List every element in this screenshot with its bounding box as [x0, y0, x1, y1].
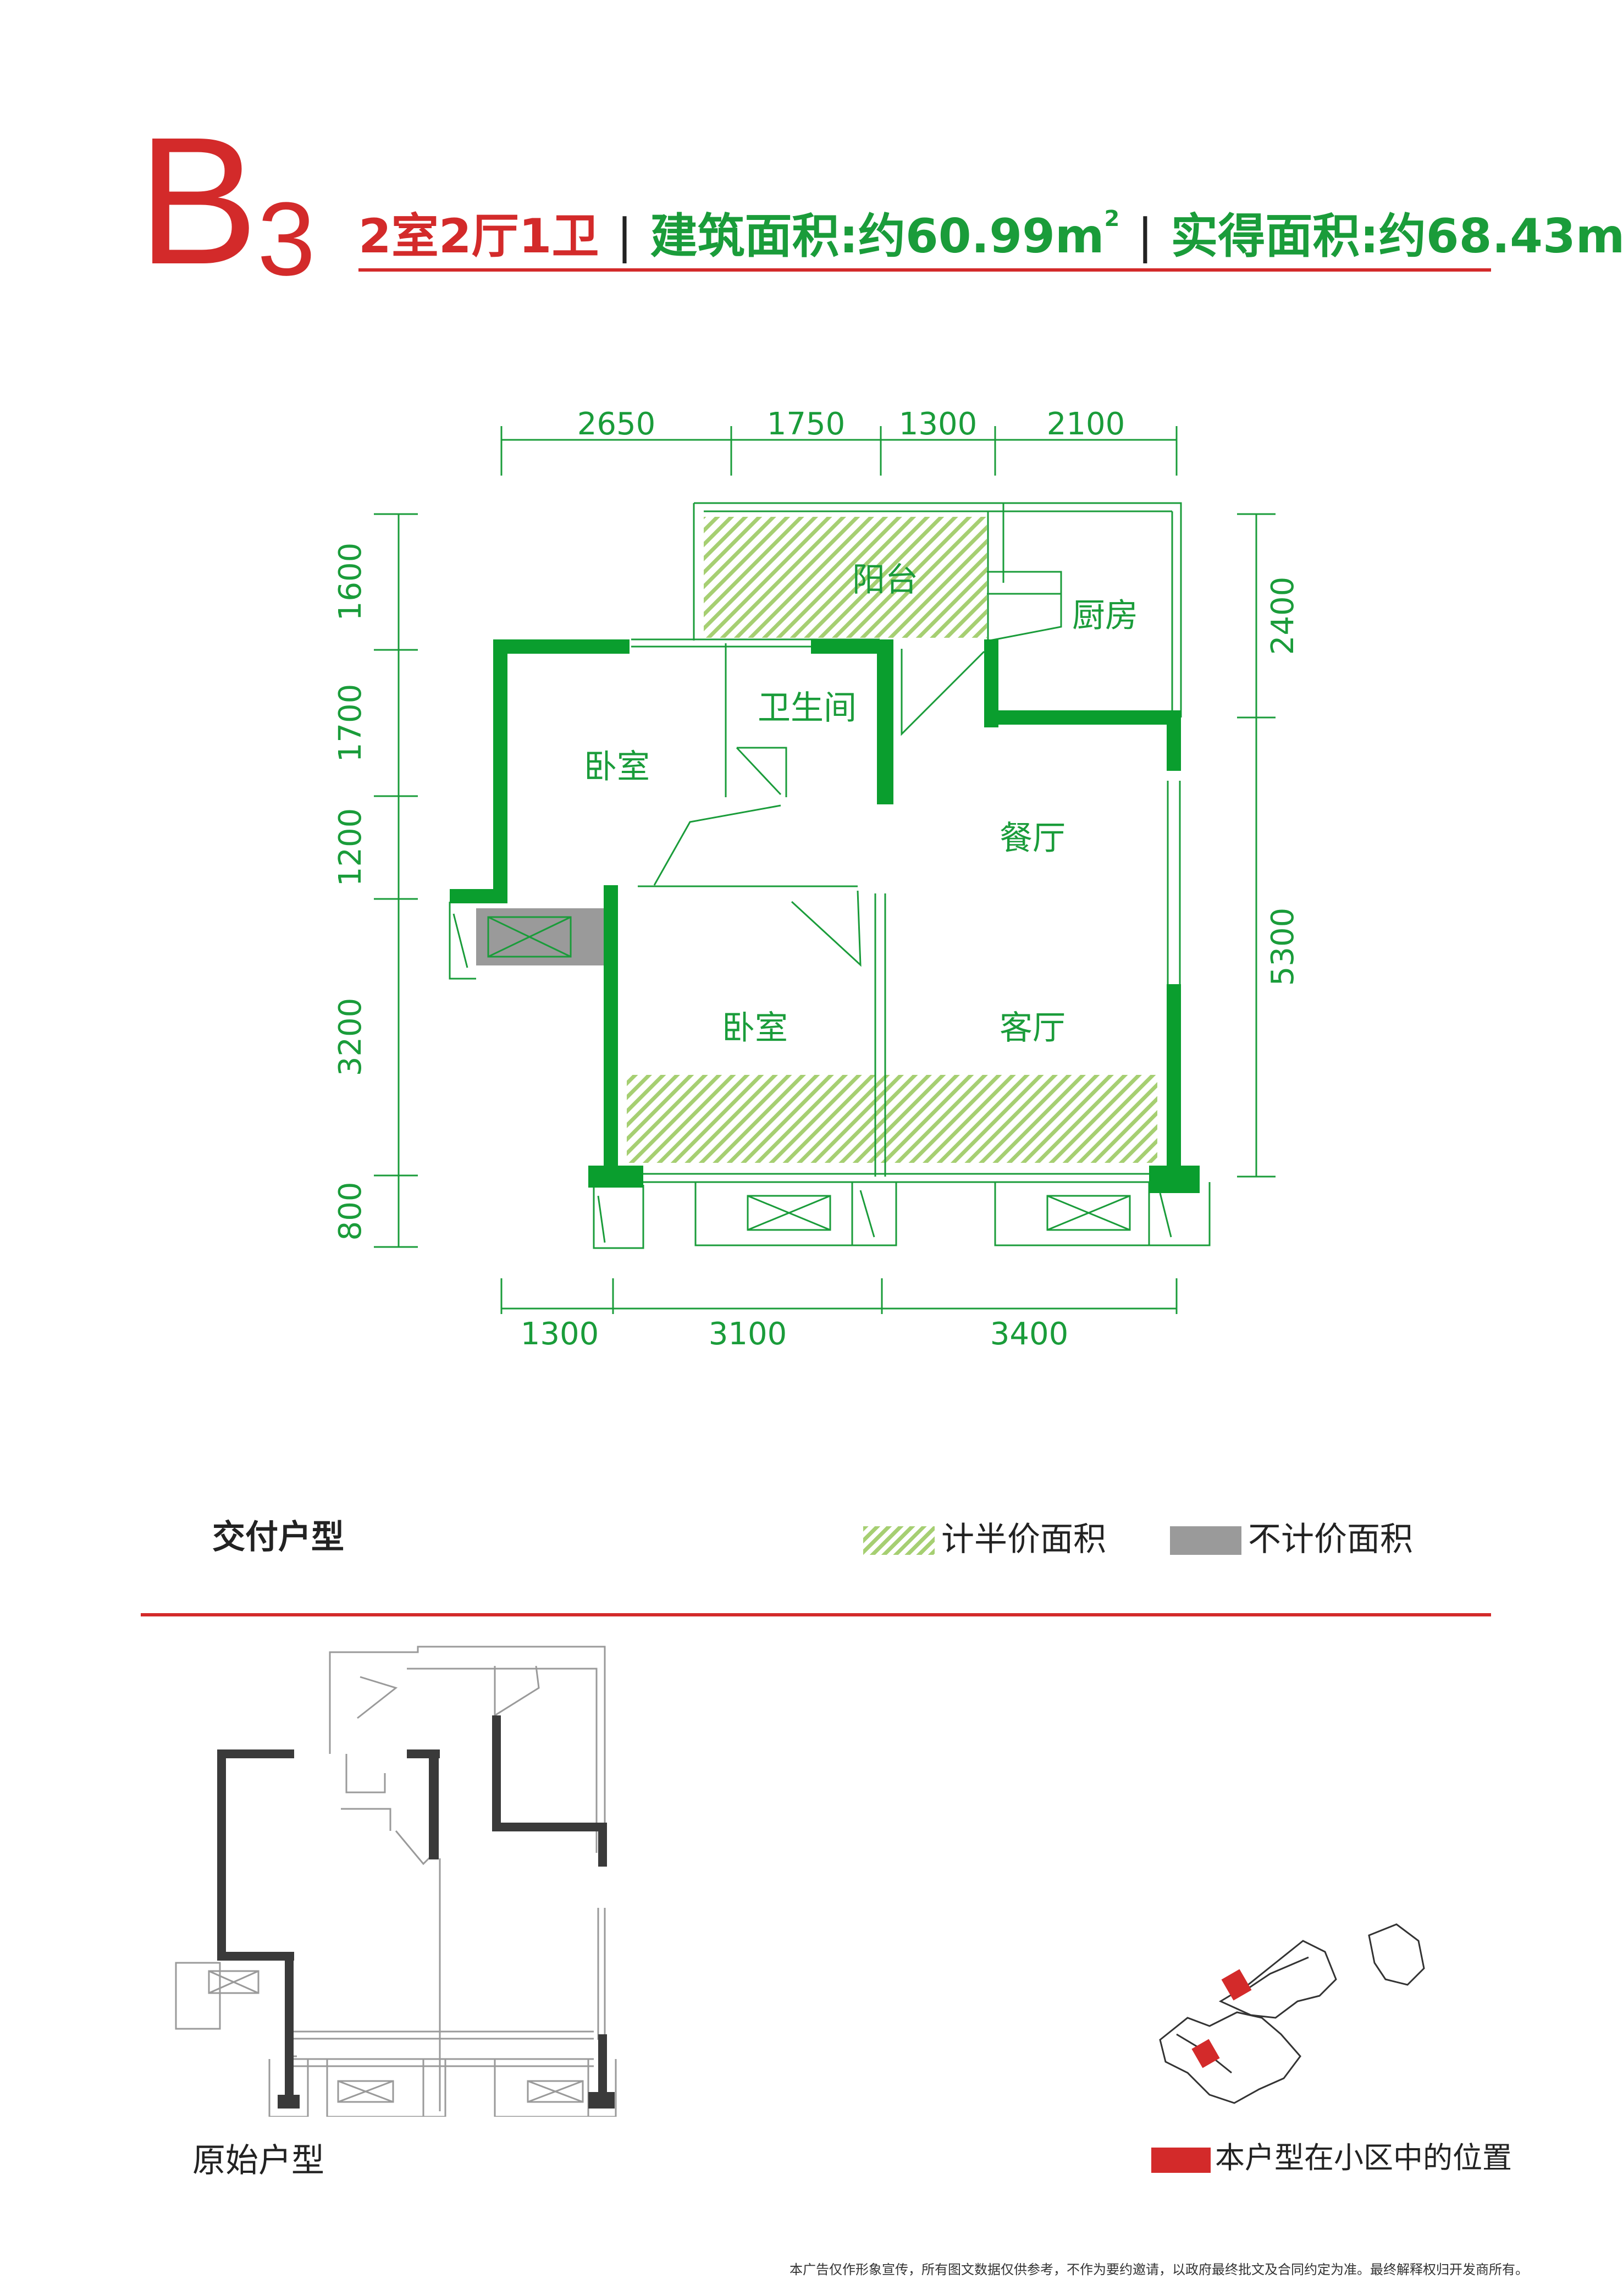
dim-bottom-2: 3100: [709, 1316, 787, 1352]
unit-location-marker: [1191, 2039, 1220, 2068]
dim-right-1: 2400: [1265, 577, 1301, 655]
dim-left-5: 800: [333, 1182, 368, 1241]
room-bathroom: 卫生间: [758, 689, 857, 727]
unit-letter: B: [137, 99, 258, 302]
delivered-floor-plan: 2650 1750 1300 2100 1300 3100 3400 1600 …: [333, 406, 1301, 1352]
dim-left-4: 3200: [333, 998, 368, 1077]
dim-bottom-3: 3400: [990, 1316, 1069, 1352]
original-floor-plan: [175, 1646, 617, 2117]
built-area: 建筑面积:约60.99m2: [650, 208, 1120, 260]
site-buildings: [1159, 1923, 1425, 2104]
dim-top-4: 2100: [1047, 406, 1125, 442]
dimension-lines: [374, 426, 1276, 1314]
separator: |: [1137, 209, 1153, 264]
disclaimer-text: 本广告仅作形象宣传，所有图文数据仅供参考，不作为要约邀请，以政府最终批文及合同约…: [790, 2262, 1528, 2277]
original-plan-label: 原始户型: [192, 2142, 324, 2180]
unit-number: 3: [257, 181, 316, 297]
room-bedroom-1: 卧室: [584, 748, 650, 786]
location-label: 本户型在小区中的位置: [1215, 2140, 1512, 2175]
half-area-swatch: [863, 1526, 935, 1555]
room-balcony: 阳台: [852, 561, 918, 599]
location-swatch: [1151, 2148, 1211, 2173]
room-names: 阳台 厨房 卫生间 卧室 餐厅 卧室 客厅: [584, 561, 1138, 1047]
ac-unit-box: [487, 916, 572, 958]
room-kitchen: 厨房: [1072, 597, 1138, 635]
no-area-label: 不计价面积: [1248, 1520, 1413, 1559]
main-walls: [450, 639, 1200, 1193]
dim-bottom-1: 1300: [521, 1316, 599, 1352]
unit-location-marker: [1221, 1969, 1252, 2001]
half-area-label: 计半价面积: [941, 1520, 1106, 1559]
built-area-unit-sup: 2: [1104, 206, 1120, 231]
room-living: 客厅: [1000, 1009, 1066, 1047]
original-main-walls: [217, 1715, 615, 2109]
balcony-hatch: [704, 517, 987, 638]
no-area-swatch: [1170, 1526, 1241, 1555]
separator: |: [616, 209, 633, 264]
built-area-value: 建筑面积:约60.99m: [650, 209, 1105, 264]
dim-left-1: 1600: [333, 543, 368, 621]
dimension-texts: 2650 1750 1300 2100 1300 3100 3400 1600 …: [333, 406, 1301, 1352]
ac-unit-boxes-bottom: [747, 1195, 1131, 1231]
site-location-map: [1159, 1923, 1425, 2104]
dim-top-2: 1750: [767, 406, 846, 442]
dim-left-3: 1200: [333, 808, 368, 887]
room-bedroom-2: 卧室: [722, 1009, 788, 1047]
dim-top-3: 1300: [899, 406, 978, 442]
room-dining: 餐厅: [1000, 819, 1066, 858]
section-rule: [141, 1613, 1491, 1616]
header-rule: [358, 268, 1491, 272]
original-thin-walls: [175, 1646, 617, 2117]
dim-right-2: 5300: [1265, 908, 1301, 986]
dim-left-2: 1700: [333, 684, 368, 763]
dim-top-1: 2650: [577, 406, 656, 442]
window-bay-hatch: [627, 1075, 1157, 1163]
actual-area-value: 实得面积:约68.43m: [1171, 209, 1623, 264]
delivered-plan-label: 交付户型: [212, 1518, 344, 1557]
room-count: 2室2厅1卫: [358, 209, 599, 264]
